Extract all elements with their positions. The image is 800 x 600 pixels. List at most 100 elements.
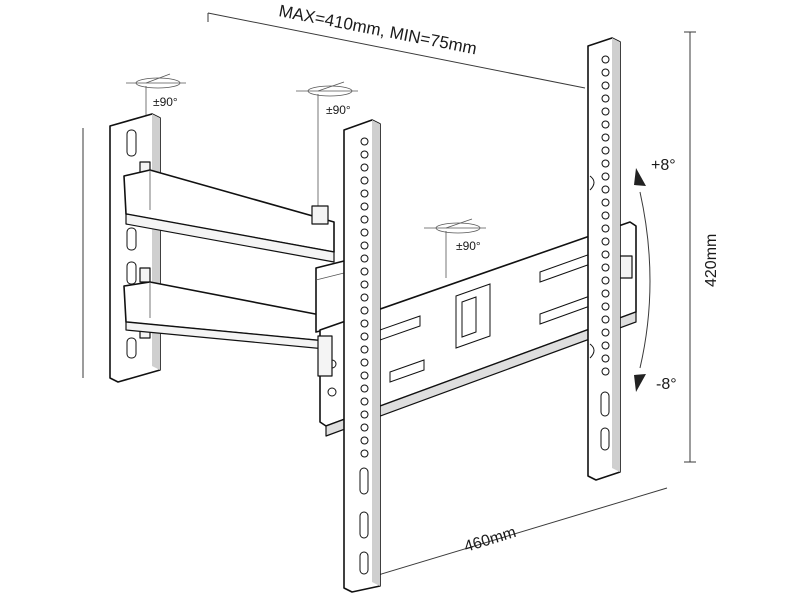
wall-plate-slot [126,129,137,157]
height-dimension: 420mm [684,31,720,463]
bracket-hole [360,371,369,380]
right-bracket-notch [589,343,595,359]
bracket-hole [360,293,369,302]
vesa-dimension: MAX=410mm, MIN=75mm [207,1,586,89]
crossbar-hole [327,387,337,397]
bracket-hole [601,250,610,259]
upper-arm-top [123,169,335,253]
right-bracket-slot [600,427,610,451]
tilt-up-label: +8° [651,157,676,174]
tv-bracket-crossbar [317,221,637,437]
bracket-hole [360,137,369,146]
wall-plate-slot [126,261,137,285]
bracket-hole [601,185,610,194]
bracket-hole [360,241,369,250]
swivel-pointer-line [445,218,473,229]
right-bracket-notch [589,175,595,191]
bracket-hole [601,68,610,77]
bracket-hole [360,150,369,159]
bracket-hole [601,133,610,142]
bracket-hole [360,163,369,172]
bracket-hole [360,267,369,276]
bracket-hole [601,302,610,311]
bracket-hole [360,306,369,315]
bracket-hole [601,367,610,376]
bracket-hole [601,289,610,298]
vesa-dimension-label: MAX=410mm, MIN=75mm [277,1,478,58]
upper-arm [123,169,335,263]
width-dimension-line [344,487,668,586]
bracket-hole [601,276,610,285]
wall-plate-slot [126,227,137,251]
bracket-hole [601,198,610,207]
bracket-hole [601,172,610,181]
tv-bracket-left [343,119,381,593]
height-dimension-label: 420mm [703,234,720,287]
vesa-dimension-line [207,12,586,89]
right-bracket-holes [601,55,610,376]
upper-arm-side [125,213,335,263]
crossbar-lower-edge [326,312,636,436]
bracket-hole [360,228,369,237]
swivel-arm-joint-label: ±90° [326,103,351,117]
bracket-hole [601,328,610,337]
tilt-indicator: +8° -8° [634,157,677,393]
wall-plate [109,113,161,383]
bracket-hole [360,176,369,185]
width-dimension: 460mm [344,487,668,586]
bracket-hole [601,120,610,129]
wall-plate-slot [126,337,137,359]
bracket-hole [360,423,369,432]
tilt-down-label: -8° [656,376,677,393]
left-bracket-slot [359,467,369,495]
bracket-hole [601,263,610,272]
bracket-hole [360,410,369,419]
bracket-hole [360,449,369,458]
crossbar-slot [389,359,425,383]
bracket-hole [601,146,610,155]
bracket-hole [360,332,369,341]
bracket-hole [601,354,610,363]
bracket-hole [360,384,369,393]
crossbar-center-insert [461,296,477,338]
left-bracket-slot [359,551,369,575]
swivel-pointer-line [317,81,345,92]
swivel-wall-plate-label: ±90° [153,95,178,109]
right-bracket-slot [600,391,610,417]
bracket-hole [360,358,369,367]
tilt-up-arrow-icon [634,168,646,186]
bracket-hole [360,345,369,354]
swivel-indicator-arm-joint: ±90° [296,81,358,208]
tilt-arc [639,191,651,369]
swivel-pointer-line [145,73,171,84]
bracket-hole [601,211,610,220]
width-dimension-label: 460mm [462,524,518,556]
left-bracket-holes [360,137,369,458]
bracket-hole [360,280,369,289]
right-bracket-edge [612,38,620,472]
crossbar-clamp [317,335,333,377]
wall-plate-bolt [139,267,151,283]
bracket-hole [601,107,610,116]
bracket-hole [601,159,610,168]
bracket-hole [360,397,369,406]
bracket-hole [601,315,610,324]
bracket-hole [601,55,610,64]
swivel-tv-bracket-label: ±90° [456,239,481,253]
bracket-hole [601,81,610,90]
left-bracket-slot [359,511,369,539]
bracket-hole [601,94,610,103]
bracket-hole [360,319,369,328]
bracket-hole [601,341,610,350]
crossbar-lower-flange [325,311,637,437]
tilt-down-arrow-icon [634,374,646,392]
tv-bracket-right [587,37,621,481]
swivel-indicator-tv-bracket: ±90° [424,218,486,278]
bracket-hole [360,202,369,211]
upper-arm-bolt [311,205,329,225]
bracket-hole [601,224,610,233]
bracket-hole [360,436,369,445]
bracket-hole [601,237,610,246]
